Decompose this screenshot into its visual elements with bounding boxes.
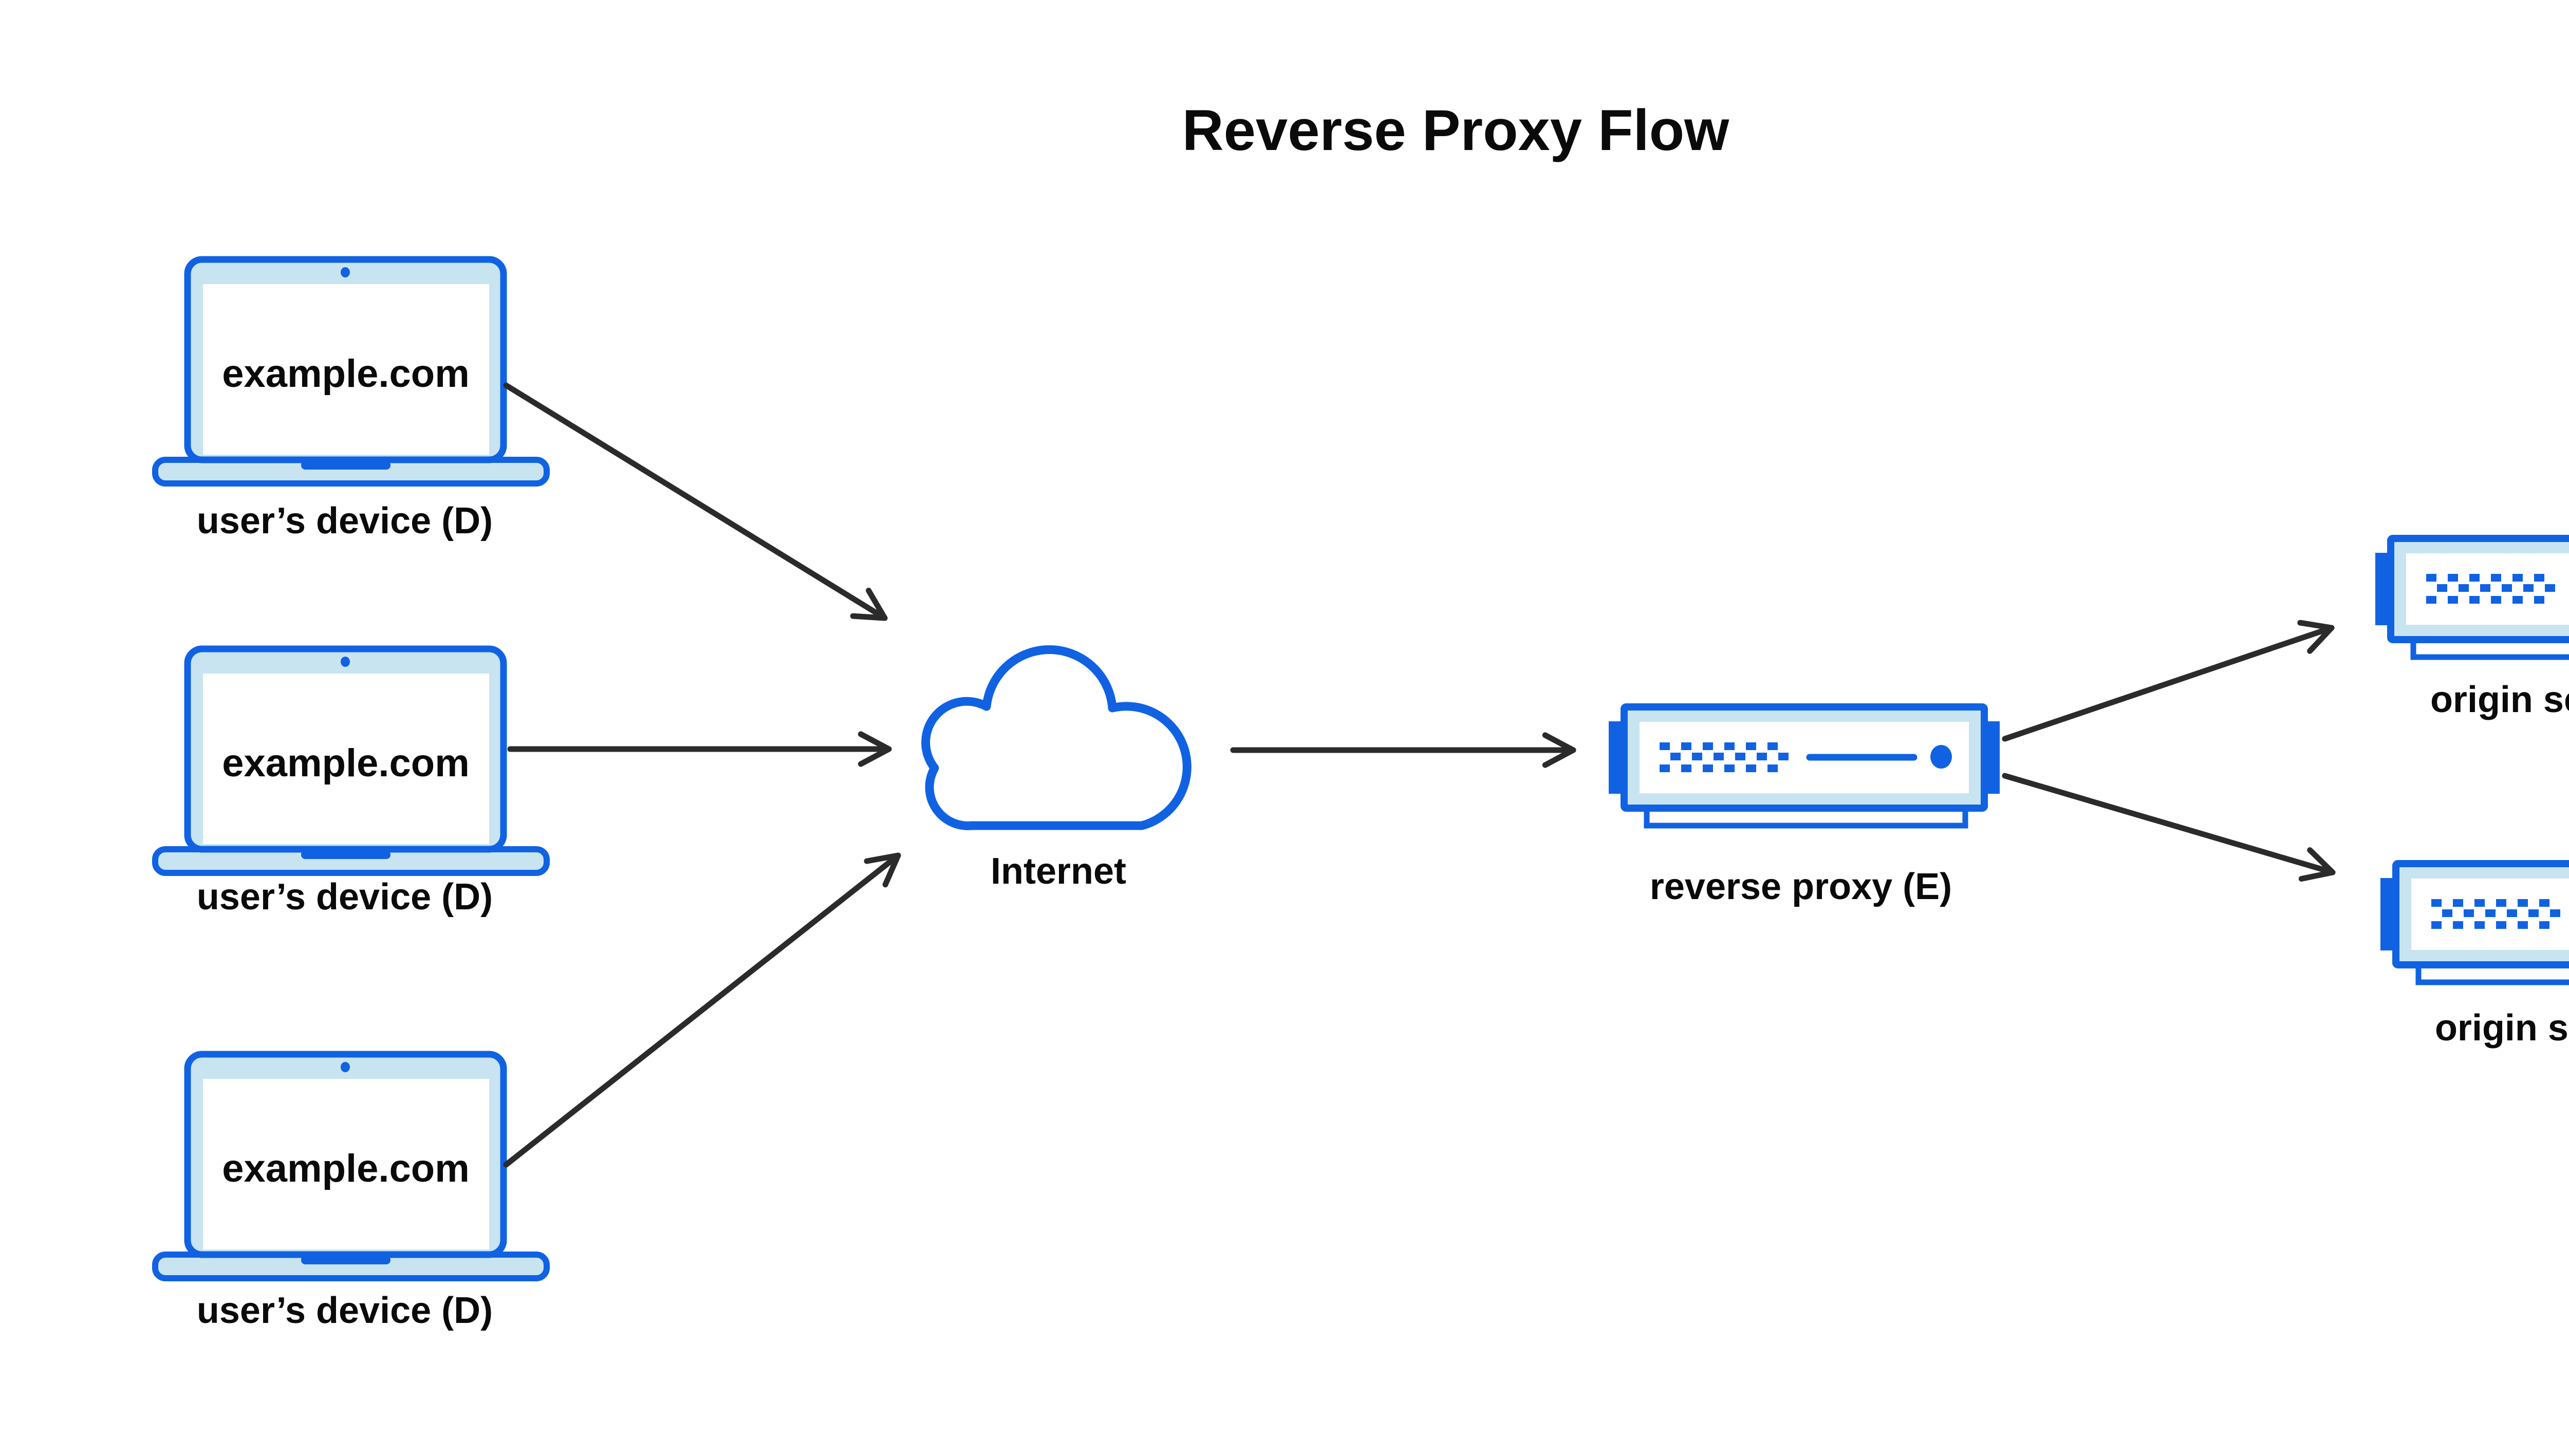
origin-server-icon: [2375, 538, 2569, 657]
internet-label: Internet: [991, 851, 1126, 892]
diagram-title: Reverse Proxy Flow: [1182, 98, 1729, 162]
user-device-2: example.com user’s device (D): [155, 649, 547, 918]
origin-server-icon: [2380, 864, 2569, 982]
reverse-proxy-icon: [1609, 707, 2000, 826]
user-device-1: example.com user’s device (D): [155, 259, 547, 542]
internet-node: Internet: [921, 645, 1192, 892]
arrow-shaft: [503, 382, 888, 621]
arrow-head-icon: [2297, 620, 2335, 654]
arrow-shaft: [2002, 625, 2335, 742]
device-screen-label: example.com: [222, 352, 470, 396]
arrow-head-icon: [850, 588, 888, 621]
arrow-head-icon: [864, 852, 901, 888]
user-device-label: user’s device (D): [197, 500, 493, 542]
arrow-device1-to-internet: [503, 382, 888, 621]
arrow-shaft: [2002, 773, 2336, 875]
arrow-shaft: [503, 852, 901, 1168]
arrow-internet-to-reverse-proxy: [1230, 732, 1576, 768]
device-screen-label: example.com: [222, 1147, 470, 1190]
arrow-device2-to-internet: [507, 731, 892, 767]
arrow-device3-to-internet: [503, 852, 901, 1168]
user-device-3: example.com user’s device (D): [155, 1054, 547, 1331]
arrow-head-icon: [2298, 847, 2336, 882]
device-screen-label: example.com: [222, 741, 470, 785]
origin-server-label: origin server (F): [2435, 1007, 2569, 1049]
arrow-head-icon: [1542, 732, 1576, 768]
reverse-proxy-node: reverse proxy (E): [1609, 707, 2000, 907]
arrow-reverse-proxy-to-origin1: [2002, 620, 2335, 742]
arrow-head-icon: [858, 731, 892, 767]
cloud-icon: [921, 645, 1192, 830]
origin-server-label: origin server (F): [2430, 679, 2569, 720]
user-device-label: user’s device (D): [197, 876, 493, 918]
origin-server-1: origin server (F): [2375, 538, 2569, 720]
user-device-label: user’s device (D): [197, 1290, 493, 1331]
origin-server-2: origin server (F): [2380, 864, 2569, 1049]
arrow-reverse-proxy-to-origin2: [2002, 773, 2336, 882]
reverse-proxy-label: reverse proxy (E): [1650, 866, 1952, 907]
